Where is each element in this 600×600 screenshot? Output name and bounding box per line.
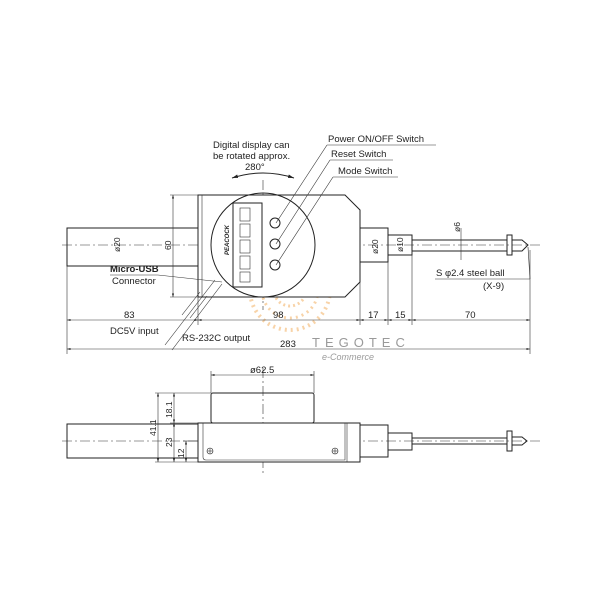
side-display-housing xyxy=(210,392,315,424)
dim-len-stem: 83 xyxy=(124,310,135,321)
dim-len-spindle: 70 xyxy=(465,310,476,321)
lcd-digits xyxy=(239,207,251,283)
side-contact-tip xyxy=(512,436,528,446)
spindle xyxy=(411,239,508,252)
reset-switch-label: Reset Switch xyxy=(331,149,386,160)
dim-side-body-height: 23 xyxy=(164,437,174,447)
dim-len-collar: 15 xyxy=(395,310,406,321)
rotation-arrow xyxy=(231,172,295,179)
dim-left-stem-dia: ø20 xyxy=(112,237,122,252)
dim-display-height: 18.1 xyxy=(164,401,174,418)
screw-icon xyxy=(331,447,339,455)
power-switch-label: Power ON/OFF Switch xyxy=(328,134,424,145)
reset-switch xyxy=(269,238,281,250)
dim-total-length: 283 xyxy=(280,339,296,350)
top-view: PEACOCK Digital display can be rotated a… xyxy=(62,134,540,354)
watermark-text: TEGOTEC xyxy=(312,335,410,350)
power-switch xyxy=(269,217,281,229)
side-knurled-cap xyxy=(506,430,513,452)
dim-spindle-dia: ø6 xyxy=(452,222,462,232)
contact-tip xyxy=(512,239,529,252)
micro-usb-label: Micro-USB xyxy=(110,264,159,275)
rotation-note-line2: be rotated approx. xyxy=(213,151,290,162)
rotation-note-line3: 280° xyxy=(245,162,265,173)
brand-logo: PEACOCK xyxy=(225,224,231,255)
lcd-display xyxy=(232,202,263,288)
steel-ball-code: (X-9) xyxy=(483,281,504,292)
main-body xyxy=(197,194,361,298)
rotation-note-line1: Digital display can xyxy=(213,140,290,151)
side-collar xyxy=(387,432,413,451)
length-dimensions xyxy=(66,250,531,354)
screw-icon xyxy=(206,447,214,455)
dim-right-stem-dia: ø20 xyxy=(370,239,380,254)
dim-axis-height: 12 xyxy=(176,448,186,458)
side-view: ø62.5 41.1 18.1 23 12 xyxy=(62,365,540,475)
dim-total-height: 41.1 xyxy=(148,419,158,436)
mode-switch-label: Mode Switch xyxy=(338,166,392,177)
connector-label: Connector xyxy=(112,276,156,287)
display-dial xyxy=(210,192,316,298)
dim-len-body: 98 xyxy=(273,310,284,321)
cables xyxy=(164,279,223,351)
dim-display-dia: ø62.5 xyxy=(250,365,274,376)
dc-input-label: DC5V input xyxy=(110,326,159,337)
rs232-label: RS-232C output xyxy=(182,333,250,344)
left-stem xyxy=(66,227,199,267)
steel-ball-label: S φ2.4 steel ball xyxy=(436,268,504,279)
mode-switch xyxy=(269,259,281,271)
dim-collar-dia: ø10 xyxy=(395,237,405,252)
dim-len-right-stem: 17 xyxy=(368,310,379,321)
knurled-cap xyxy=(506,234,513,256)
dim-body-height: 60 xyxy=(163,240,173,250)
watermark-subtext: e-Commerce xyxy=(322,352,374,362)
side-body xyxy=(197,422,361,463)
